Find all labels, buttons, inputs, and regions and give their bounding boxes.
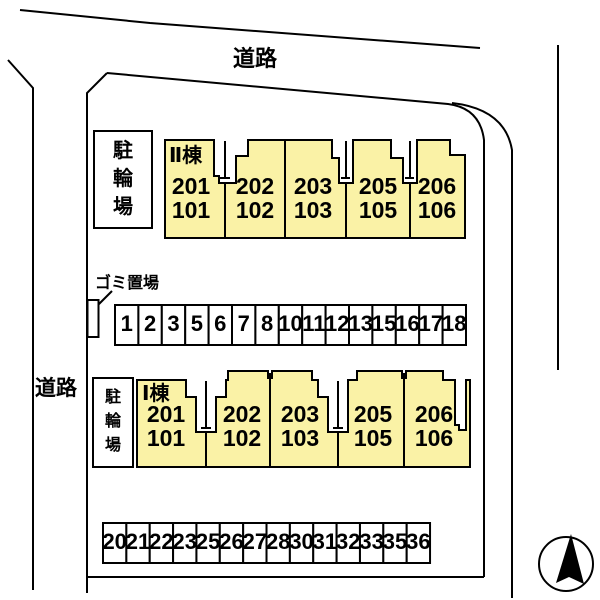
parking-stall-number: 21 bbox=[126, 529, 150, 554]
parking-stall-number: 15 bbox=[372, 311, 396, 336]
building-ii-divider-4 bbox=[405, 141, 414, 237]
parking-stall-number: 23 bbox=[173, 529, 197, 554]
unit-number-top: 201 bbox=[172, 173, 211, 199]
building-i-name: Ⅰ棟 bbox=[142, 381, 170, 405]
unit-number-bottom: 103 bbox=[294, 197, 332, 223]
unit-number-top: 201 bbox=[147, 401, 186, 427]
unit-number-bottom: 105 bbox=[359, 197, 398, 223]
parking-stall-number: 5 bbox=[191, 311, 203, 336]
boundary-left-inner bbox=[86, 72, 108, 593]
parking-stall-number: 18 bbox=[442, 311, 466, 336]
parking-stall-number: 6 bbox=[214, 311, 226, 336]
parking-stall-number: 27 bbox=[243, 529, 267, 554]
parking-stall-number: 28 bbox=[266, 529, 290, 554]
unit-number-top: 203 bbox=[294, 173, 332, 199]
unit-number-top: 202 bbox=[236, 173, 274, 199]
bicycle-parking-upper: 駐輪場 bbox=[93, 130, 153, 229]
parking-stall-number: 25 bbox=[196, 529, 220, 554]
unit-number-bottom: 103 bbox=[281, 425, 319, 451]
parking-stall-number: 35 bbox=[383, 529, 407, 554]
parking-stall-number: 1 bbox=[121, 311, 133, 336]
building-i-divider-3 bbox=[333, 381, 343, 466]
parking-stall-number: 22 bbox=[149, 529, 173, 554]
parking-stall-number: 2 bbox=[144, 311, 156, 336]
parking-stall-number: 33 bbox=[359, 529, 383, 554]
parking-stall-number: 32 bbox=[336, 529, 360, 554]
building-ii-divider-3 bbox=[341, 141, 350, 237]
parking-stall-number: 26 bbox=[219, 529, 243, 554]
parking-stall-number: 30 bbox=[289, 529, 313, 554]
unit-number-bottom: 106 bbox=[418, 197, 456, 223]
unit-number-top: 205 bbox=[354, 401, 393, 427]
bicycle-parking-upper-label: 駐輪場 bbox=[113, 138, 134, 218]
garbage-label: ゴミ置場 bbox=[95, 273, 159, 292]
unit-number-top: 206 bbox=[418, 173, 456, 199]
parking-stall-number: 7 bbox=[238, 311, 250, 336]
building-i-outline bbox=[136, 370, 471, 468]
boundary-left-outer bbox=[7, 59, 34, 590]
bicycle-parking-lower-box bbox=[92, 377, 134, 468]
unit-number-top: 205 bbox=[359, 173, 398, 199]
boundary-top-right-inner bbox=[106, 72, 485, 577]
garbage-box bbox=[86, 299, 100, 338]
parking-stall-number: 12 bbox=[325, 311, 349, 336]
parking-stall-number: 13 bbox=[348, 311, 372, 336]
boundary-right-outer bbox=[451, 102, 513, 598]
unit-number-bottom: 102 bbox=[236, 197, 274, 223]
parking-stall-number: 31 bbox=[313, 529, 337, 554]
road-label-top: 道路 bbox=[233, 46, 278, 71]
building-ii-divider-1 bbox=[220, 141, 230, 237]
building-i-divider-1 bbox=[201, 381, 211, 466]
parking-stall bbox=[405, 522, 432, 564]
unit-number-bottom: 102 bbox=[223, 425, 261, 451]
bicycle-parking-upper-box bbox=[93, 130, 153, 229]
parking-stall-number: 8 bbox=[261, 311, 273, 336]
parking-stall bbox=[441, 304, 468, 346]
unit-number-bottom: 101 bbox=[172, 197, 211, 223]
parking-stall-number: 16 bbox=[395, 311, 419, 336]
unit-number-top: 202 bbox=[223, 401, 261, 427]
compass-north-arrow bbox=[538, 534, 594, 592]
parking-stall-number: 3 bbox=[167, 311, 179, 336]
unit-number-bottom: 101 bbox=[147, 425, 186, 451]
parking-stall-number: 10 bbox=[278, 311, 302, 336]
bicycle-parking-lower: 駐輪場 bbox=[92, 377, 134, 468]
parking-stall-number: 36 bbox=[406, 529, 430, 554]
unit-number-bottom: 105 bbox=[354, 425, 393, 451]
unit-number-bottom: 106 bbox=[415, 425, 453, 451]
unit-number-top: 206 bbox=[415, 401, 453, 427]
compass-needle bbox=[556, 534, 584, 584]
parking-stall-number: 20 bbox=[102, 529, 126, 554]
unit-number-top: 203 bbox=[281, 401, 319, 427]
bicycle-parking-lower-label: 駐輪場 bbox=[105, 387, 122, 454]
building-ii-name: Ⅱ棟 bbox=[169, 143, 203, 167]
parking-stall-number: 17 bbox=[419, 311, 443, 336]
garbage-area: ゴミ置場 bbox=[86, 273, 159, 338]
road-label-left: 道路 bbox=[35, 376, 78, 400]
parking-stall-number: 11 bbox=[302, 311, 325, 336]
road-edge-top bbox=[19, 9, 481, 49]
